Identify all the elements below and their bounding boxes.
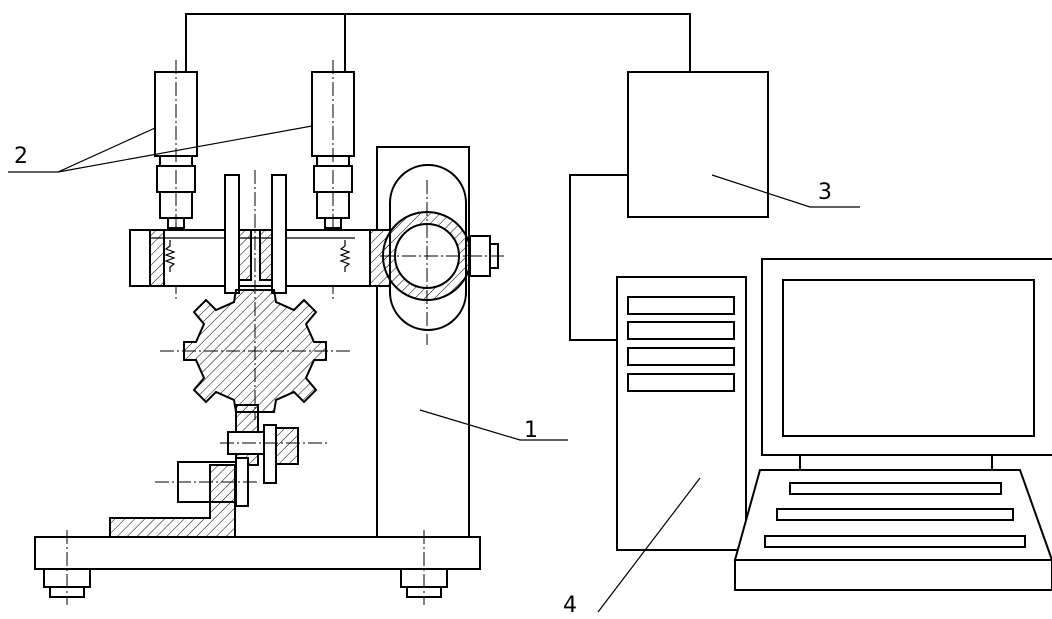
gear-workpiece [160, 280, 350, 420]
label-3: 3 [818, 180, 832, 205]
signal-wiring [185, 13, 691, 341]
fork [224, 170, 287, 300]
sensor-left [154, 60, 198, 300]
lower-holder [155, 404, 330, 507]
electronic-unit [627, 71, 769, 218]
callout-leaders [8, 125, 860, 613]
label-2: 2 [14, 144, 28, 169]
label-1: 1 [524, 418, 538, 443]
computer [616, 258, 1052, 591]
base-plate [34, 530, 481, 605]
column-clamp [380, 164, 505, 345]
label-4: 4 [563, 593, 577, 618]
base-bracket [109, 464, 236, 538]
sensor-right [311, 60, 355, 300]
